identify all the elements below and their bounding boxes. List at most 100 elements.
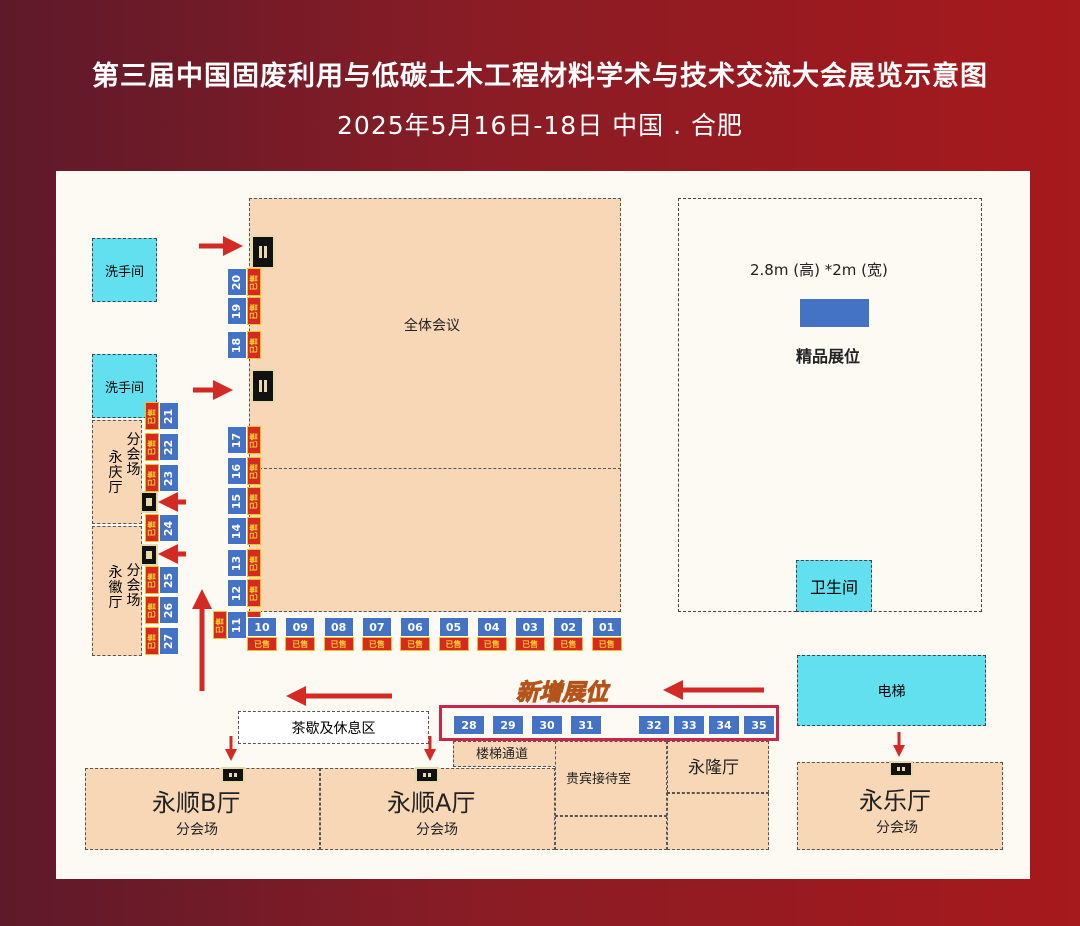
plenary-label: 全体会议 [404, 318, 460, 334]
yonglong-lower [667, 793, 769, 850]
booth-24: 24 [159, 514, 179, 542]
yongshun-b-hall [85, 768, 320, 850]
booth-33: 33 [673, 715, 705, 735]
booth-32: 32 [638, 715, 670, 735]
booth-12: 12 [227, 579, 247, 607]
booth-14: 14 [227, 517, 247, 545]
sold-tag: 已售 [145, 596, 159, 624]
sold-tag: 已售 [145, 402, 159, 430]
yongshun-a-sub: 分会场 [416, 822, 458, 838]
washroom-middle: 洗手间 [92, 354, 157, 418]
booth-22: 22 [159, 433, 179, 461]
vip-room-lower [555, 816, 667, 850]
booth-10: 10 [247, 617, 277, 637]
door-icon [415, 767, 439, 783]
sold-tag: 已售 [247, 297, 261, 325]
booth-34: 34 [708, 715, 740, 735]
booth-27: 27 [159, 627, 179, 655]
yongshun-a-label: 永顺A厅 [387, 789, 476, 817]
booth-28: 28 [453, 715, 485, 735]
booth-35: 35 [743, 715, 775, 735]
sold-tag: 已售 [145, 464, 159, 492]
sold-tag: 已售 [247, 637, 277, 651]
booth-31: 31 [570, 715, 602, 735]
vip-room-label: 贵宾接待室 [566, 772, 632, 787]
sold-tag: 已售 [591, 637, 622, 651]
door-icon [140, 491, 158, 513]
page-title: 第三届中国固废利用与低碳土木工程材料学术与技术交流大会展览示意图 [92, 61, 988, 92]
booth-07: 07 [361, 617, 392, 637]
booth-20: 20 [227, 268, 247, 296]
sold-tag: 已售 [145, 514, 159, 542]
vip-room [555, 741, 667, 816]
new-booths-label: 新增展位 [516, 680, 609, 707]
booth-06: 06 [400, 617, 431, 637]
sold-tag: 已售 [553, 637, 584, 651]
booth-11: 11 [227, 611, 247, 639]
booth-15: 15 [227, 487, 247, 515]
booth-01: 01 [591, 617, 622, 637]
sold-tag: 已售 [247, 268, 261, 296]
yongle-sub: 分会场 [876, 820, 918, 836]
elevator: 电梯 [797, 655, 986, 726]
sold-tag: 已售 [247, 426, 261, 454]
sold-tag: 已售 [247, 457, 261, 485]
booth-08: 08 [323, 617, 354, 637]
door-icon [221, 767, 245, 783]
booth-21: 21 [159, 402, 179, 430]
yonghui-hall [92, 526, 142, 656]
yongshun-b-sub: 分会场 [176, 822, 218, 838]
yongqing-sub-label: 分会场 [126, 432, 141, 478]
booth-13: 13 [227, 549, 247, 577]
sold-tag: 已售 [145, 627, 159, 655]
booth-size-label: 2.8m (高) *2m (宽) [750, 261, 888, 279]
booth-05: 05 [438, 617, 469, 637]
stairs-label: 楼梯通道 [476, 747, 529, 762]
sold-tag: 已售 [247, 331, 261, 359]
sold-tag: 已售 [145, 433, 159, 461]
sold-tag: 已售 [285, 637, 316, 651]
booth-09: 09 [285, 617, 316, 637]
sold-tag: 已售 [247, 487, 261, 515]
sold-tag: 已售 [361, 637, 392, 651]
yongqing-hall-label: 永庆厅 [108, 450, 123, 496]
tea-break-area: 茶歇及休息区 [238, 711, 429, 744]
sold-tag: 已售 [323, 637, 354, 651]
booth-26: 26 [159, 596, 179, 624]
legend-label: 精品展位 [796, 347, 861, 366]
legend-swatch [800, 299, 869, 327]
booth-29: 29 [492, 715, 524, 735]
sold-tag: 已售 [145, 566, 159, 594]
yongqing-hall [92, 420, 142, 524]
yongle-label: 永乐厅 [859, 787, 931, 815]
toilet: 卫生间 [796, 560, 872, 612]
booth-30: 30 [531, 715, 563, 735]
plenary-divider [249, 468, 621, 469]
yongshun-b-label: 永顺B厅 [152, 789, 241, 817]
washroom-top: 洗手间 [92, 238, 157, 302]
booth-25: 25 [159, 566, 179, 594]
yonghui-sub-label: 分会场 [126, 563, 141, 609]
booth-16: 16 [227, 457, 247, 485]
door-icon [251, 235, 275, 269]
booth-04: 04 [476, 617, 507, 637]
yonglong-hall [667, 741, 769, 793]
arrows-layer [158, 236, 905, 761]
plenary-hall [249, 198, 621, 612]
floor-map: 全体会议 洗手间 洗手间 永庆厅 分会场 永徽厅 分会场 2.8m (高) *2… [56, 171, 1030, 879]
sold-tag: 已售 [247, 549, 261, 577]
booth-19: 19 [227, 297, 247, 325]
booth-23: 23 [159, 464, 179, 492]
stairs [453, 741, 556, 767]
booth-02: 02 [553, 617, 584, 637]
booth-18: 18 [227, 331, 247, 359]
sold-tag: 已售 [515, 637, 546, 651]
door-icon [140, 544, 158, 566]
yonghui-hall-label: 永徽厅 [108, 565, 123, 611]
booth-03: 03 [515, 617, 546, 637]
sold-tag: 已售 [213, 611, 227, 639]
sold-tag: 已售 [476, 637, 507, 651]
page-subtitle: 2025年5月16日-18日 中国 . 合肥 [337, 111, 743, 140]
sold-tag: 已售 [247, 579, 261, 607]
booth-17: 17 [227, 426, 247, 454]
